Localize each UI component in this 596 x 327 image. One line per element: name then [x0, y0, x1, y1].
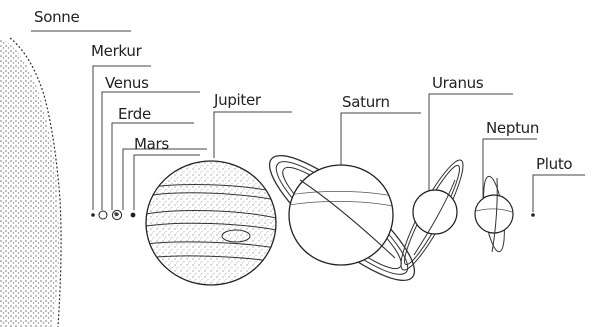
label-mars: Mars: [134, 137, 169, 152]
saturn-planet: [289, 165, 395, 265]
neptune-planet: [475, 175, 513, 253]
label-sonne: Sonne: [34, 10, 79, 25]
label-pluto: Pluto: [536, 157, 572, 172]
label-uranus: Uranus: [432, 76, 483, 91]
pluto-planet: [531, 213, 535, 217]
label-merkur: Merkur: [91, 44, 141, 59]
venus-planet: [99, 211, 107, 219]
earth-planet: [112, 210, 121, 219]
sun-shape: [0, 38, 61, 327]
jupiter-planet: [146, 161, 276, 285]
label-venus: Venus: [105, 76, 149, 91]
uranus-planet: [413, 180, 457, 255]
label-erde: Erde: [118, 107, 151, 122]
mercury-planet: [91, 213, 95, 217]
mars-planet: [131, 213, 136, 218]
label-saturn: Saturn: [342, 95, 390, 110]
label-neptun: Neptun: [486, 121, 539, 136]
label-jupiter: Jupiter: [214, 93, 261, 108]
